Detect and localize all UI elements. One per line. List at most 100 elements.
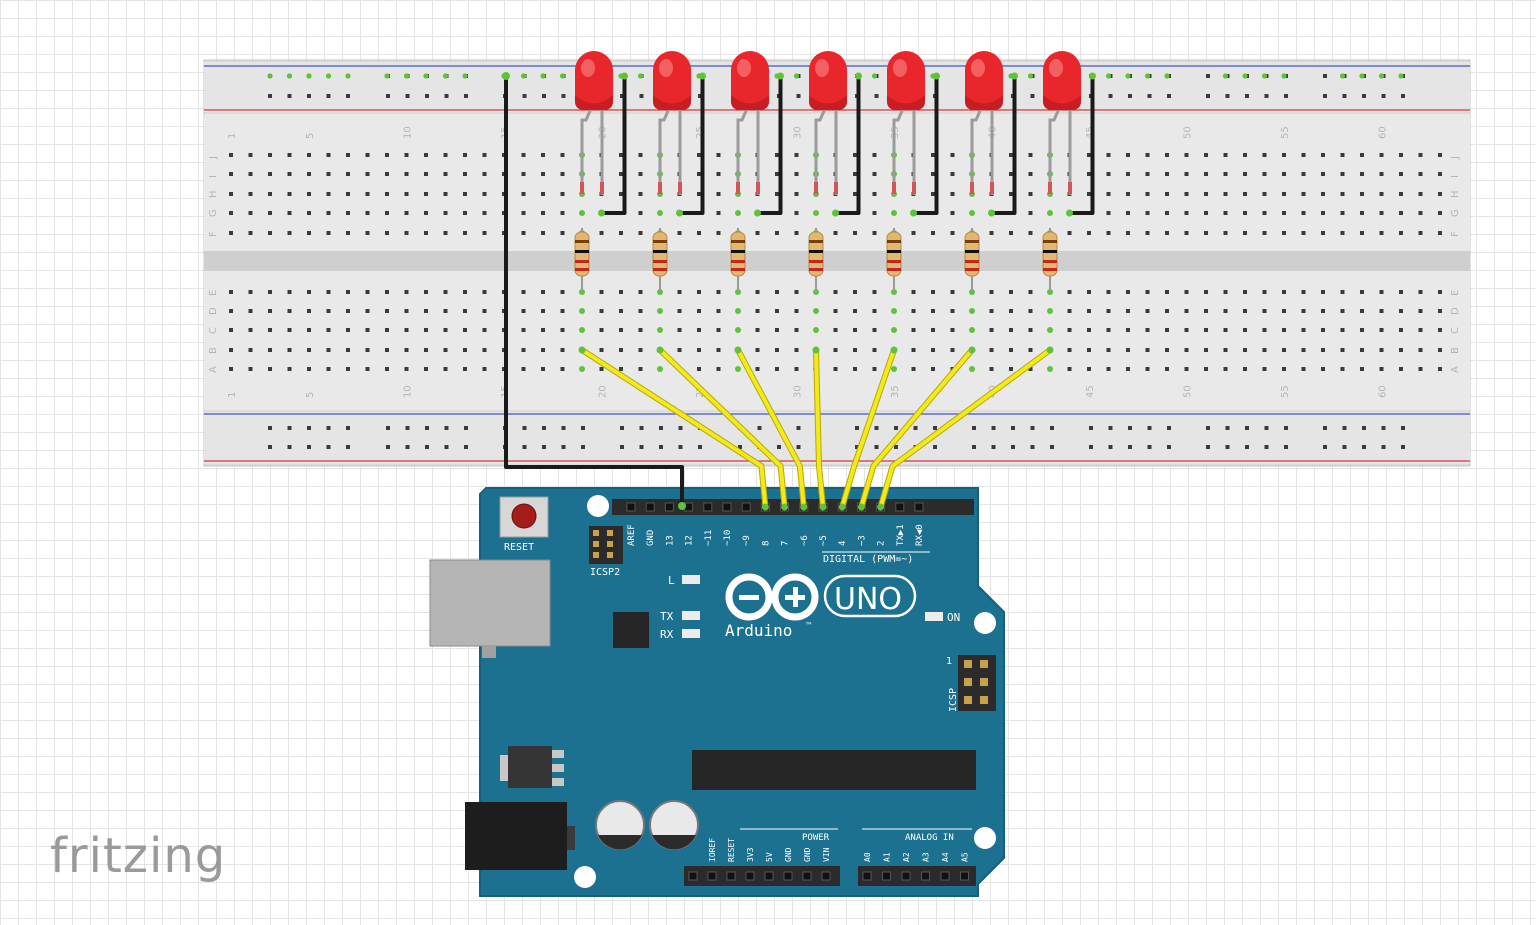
col-number-bottom: 20 <box>598 385 609 398</box>
header-pin[interactable] <box>921 871 930 881</box>
breadboard-hole <box>677 231 682 235</box>
breadboard-hole <box>560 153 565 157</box>
header-pin[interactable] <box>821 871 831 881</box>
breadboard-hole <box>326 192 331 196</box>
red-led[interactable] <box>1043 51 1081 110</box>
icsp-pin <box>980 678 988 686</box>
signal-wire[interactable] <box>580 348 768 509</box>
ground-wire[interactable] <box>835 76 861 215</box>
breadboard-hole <box>638 153 643 157</box>
header-pin[interactable] <box>914 502 924 512</box>
bottom-power-rail <box>204 412 1470 464</box>
red-led[interactable] <box>809 51 847 110</box>
breadboard-hole <box>1106 328 1111 332</box>
header-pin[interactable] <box>901 871 911 881</box>
header-pin[interactable] <box>722 502 732 512</box>
breadboard-hole <box>872 290 877 294</box>
header-pin[interactable] <box>626 502 636 512</box>
breadboard-hole <box>1282 328 1286 332</box>
main-ground-wire[interactable] <box>504 76 684 506</box>
resistor[interactable] <box>886 228 902 292</box>
ground-wire[interactable] <box>679 76 705 215</box>
breadboard-hole <box>404 328 409 332</box>
breadboard-hole <box>541 348 545 352</box>
breadboard-hole <box>1282 211 1286 215</box>
header-pin[interactable] <box>862 871 872 881</box>
resistor[interactable] <box>808 228 824 292</box>
header-pin[interactable] <box>882 871 891 881</box>
ground-wire[interactable] <box>1069 76 1095 215</box>
breadboard-hole <box>1379 328 1384 332</box>
active-hole <box>735 366 741 372</box>
wire-endpoint <box>754 209 761 217</box>
header-pin[interactable] <box>764 871 774 881</box>
rail-hole <box>405 426 410 430</box>
resistor[interactable] <box>1042 228 1058 292</box>
signal-wire[interactable] <box>859 348 974 509</box>
breadboard-hole <box>794 231 799 235</box>
wire-endpoint <box>857 503 865 511</box>
active-rail-hole <box>1242 73 1248 79</box>
ground-wire[interactable] <box>913 76 939 215</box>
header-pin[interactable] <box>745 871 755 881</box>
red-led[interactable] <box>731 51 769 110</box>
ground-wire[interactable] <box>991 76 1017 215</box>
breadboard-hole <box>541 172 545 176</box>
breadboard-hole <box>1262 172 1267 176</box>
breadboard-hole <box>1360 309 1364 313</box>
ground-wire[interactable] <box>601 76 627 215</box>
breadboard-hole <box>950 348 955 352</box>
signal-wire[interactable] <box>658 348 787 509</box>
resistor[interactable] <box>964 228 980 292</box>
breadboard-hole <box>443 348 448 352</box>
analog-header <box>858 866 976 886</box>
analog-pin-label: A3 <box>922 852 931 862</box>
breadboard-hole <box>404 231 409 235</box>
breadboard-hole <box>599 328 604 332</box>
power-pin-label: GND <box>803 847 812 862</box>
header-pin[interactable] <box>741 502 751 512</box>
reset-button[interactable] <box>511 503 537 529</box>
breadboard-hole <box>1184 309 1189 313</box>
header-pin[interactable] <box>703 502 713 512</box>
resistor[interactable] <box>730 228 746 292</box>
header-pin[interactable] <box>707 871 717 881</box>
header-pin[interactable] <box>688 871 698 881</box>
header-pin[interactable] <box>895 502 905 512</box>
header-pin[interactable] <box>960 871 969 881</box>
breadboard-hole <box>287 367 292 371</box>
breadboard-hole <box>287 348 292 352</box>
breadboard-hole <box>794 153 799 157</box>
header-pin[interactable] <box>940 871 950 881</box>
red-led[interactable] <box>575 51 613 110</box>
col-number-top: 1 <box>227 133 238 139</box>
digital-pin-label: 13 <box>665 535 675 546</box>
resistor[interactable] <box>574 228 590 292</box>
breadboard-hole <box>775 192 779 196</box>
breadboard-hole <box>853 328 857 332</box>
resistor[interactable] <box>652 228 668 292</box>
red-led[interactable] <box>653 51 691 110</box>
digital-pin-label: ~10 <box>723 530 733 546</box>
signal-wire[interactable] <box>736 348 806 509</box>
red-led[interactable] <box>887 51 925 110</box>
breadboard-hole <box>482 290 487 294</box>
breadboard-hole <box>268 348 272 352</box>
breadboard-hole <box>833 328 838 332</box>
ground-wire[interactable] <box>757 76 783 215</box>
header-pin[interactable] <box>645 502 655 512</box>
header-pin[interactable] <box>802 871 812 881</box>
header-pin[interactable] <box>726 871 736 881</box>
red-led[interactable] <box>965 51 1003 110</box>
breadboard-hole <box>1360 367 1364 371</box>
header-pin[interactable] <box>664 502 674 512</box>
row-letter: E <box>208 290 219 296</box>
breadboard-hole <box>248 231 253 235</box>
header-pin[interactable] <box>783 871 793 881</box>
rail-hole <box>405 445 410 449</box>
signal-wire[interactable] <box>814 348 825 509</box>
wire-endpoint <box>968 346 976 354</box>
signal-wire[interactable] <box>878 348 1052 509</box>
breadboard-hole <box>404 348 409 352</box>
signal-wire[interactable] <box>840 348 896 509</box>
